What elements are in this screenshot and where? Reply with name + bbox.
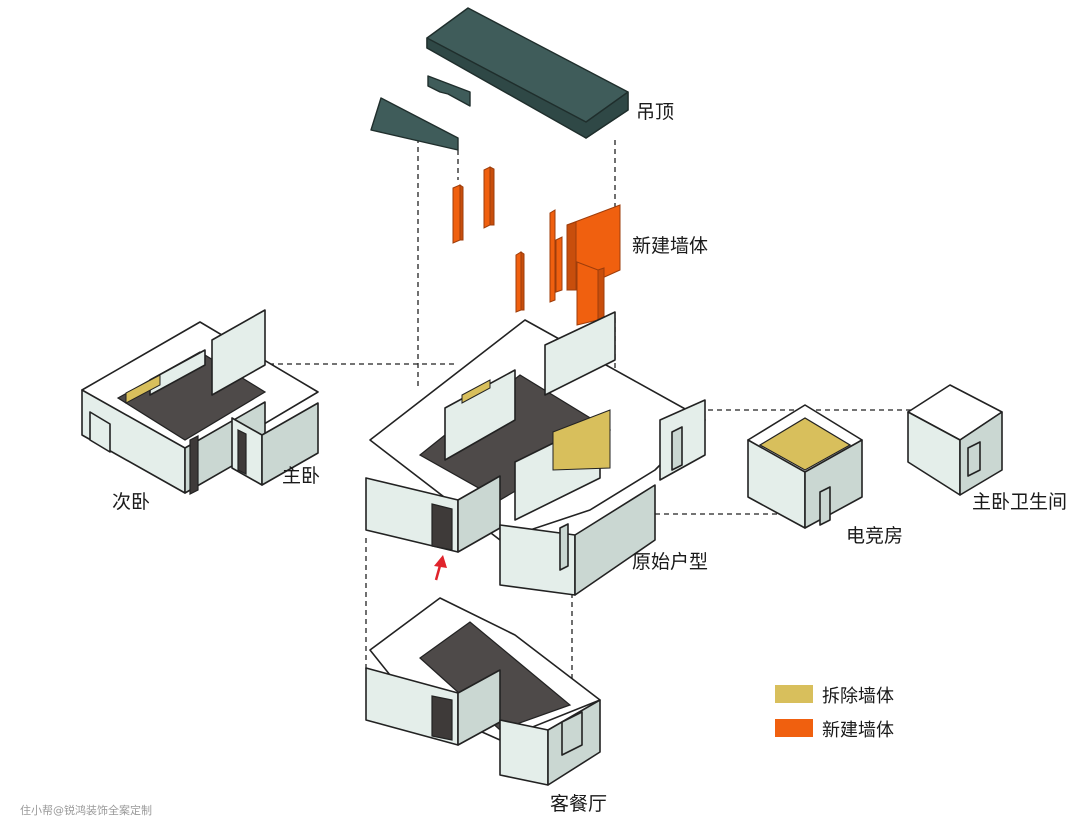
legend-swatch-new-wall <box>775 719 813 737</box>
entrance-arrow <box>434 555 447 581</box>
legend: 拆除墙体 新建墙体 <box>775 685 894 741</box>
label-living-dining: 客餐厅 <box>550 793 607 815</box>
label-master-bedroom: 主卧 <box>282 465 320 487</box>
legend-swatch-removed-wall <box>775 685 813 703</box>
master-bathroom-block <box>907 384 1003 496</box>
ceiling-pieces <box>370 7 629 151</box>
label-ceiling: 吊顶 <box>636 101 674 123</box>
label-new-walls: 新建墙体 <box>632 235 708 257</box>
label-original-layout: 原始户型 <box>632 551 708 573</box>
label-esports-room: 电竞房 <box>846 525 903 547</box>
original-layout-block <box>365 311 706 596</box>
watermark: 住小帮@锐鸿装饰全案定制 <box>20 803 152 817</box>
new-wall-pieces <box>452 166 621 326</box>
living-dining-block <box>365 597 601 786</box>
label-second-bedroom: 次卧 <box>112 491 150 513</box>
bedrooms-block <box>81 309 319 495</box>
label-master-bathroom: 主卧卫生间 <box>972 491 1067 513</box>
legend-label-removed-wall: 拆除墙体 <box>822 686 894 707</box>
legend-label-new-wall: 新建墙体 <box>822 720 894 741</box>
esports-room-block <box>747 404 863 529</box>
